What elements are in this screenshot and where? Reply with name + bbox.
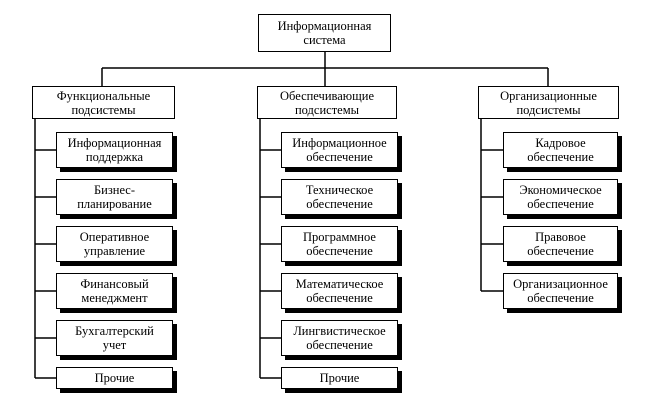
subsystem-label: Правовое обеспечение xyxy=(527,230,594,258)
subsystem-label: Организационное обеспечение xyxy=(513,277,608,305)
subsystem-label: Математическое обеспечение xyxy=(295,277,384,305)
subsystem-label: Программное обеспечение xyxy=(303,230,376,258)
subsystem-box: Прочие xyxy=(281,367,398,389)
subsystem-label: Финансовый менеджмент xyxy=(80,277,149,305)
column-header-functional: Функциональные подсистемы xyxy=(32,86,175,119)
column-header-label: Функциональные подсистемы xyxy=(56,88,151,117)
subsystem-box: Техническое обеспечение xyxy=(281,179,398,215)
subsystem-label: Оперативное управление xyxy=(79,230,150,258)
subsystem-label: Техническое обеспечение xyxy=(305,183,374,211)
subsystem-box: Информационное обеспечение xyxy=(281,132,398,168)
subsystem-box: Прочие xyxy=(56,367,173,389)
subsystem-label: Бухгалтерский учет xyxy=(75,324,154,352)
subsystem-box: Организационное обеспечение xyxy=(503,273,618,309)
subsystem-box: Программное обеспечение xyxy=(281,226,398,262)
column-header-label: Обеспечивающие подсистемы xyxy=(279,88,375,117)
subsystem-label: Экономическое обеспечение xyxy=(519,183,602,211)
subsystem-box: Кадровое обеспечение xyxy=(503,132,618,168)
subsystem-label: Бизнес- планирование xyxy=(77,183,152,211)
subsystem-box: Информационная поддержка xyxy=(56,132,173,168)
subsystem-box: Лингвистическое обеспечение xyxy=(281,320,398,356)
root-box-information-system: Информационная система xyxy=(258,14,391,52)
subsystem-label: Прочие xyxy=(319,371,360,385)
subsystem-box: Бизнес- планирование xyxy=(56,179,173,215)
subsystem-label: Лингвистическое обеспечение xyxy=(293,324,386,352)
subsystem-label: Кадровое обеспечение xyxy=(527,136,594,164)
root-label: Информационная система xyxy=(277,19,372,47)
subsystem-box: Математическое обеспечение xyxy=(281,273,398,309)
subsystem-label: Информационное обеспечение xyxy=(292,136,387,164)
subsystem-box: Финансовый менеджмент xyxy=(56,273,173,309)
subsystem-label: Информационная поддержка xyxy=(67,136,162,164)
subsystem-box: Правовое обеспечение xyxy=(503,226,618,262)
subsystem-box: Оперативное управление xyxy=(56,226,173,262)
subsystem-label: Прочие xyxy=(94,371,135,385)
subsystem-box: Бухгалтерский учет xyxy=(56,320,173,356)
column-header-organizational: Организационные подсистемы xyxy=(478,86,619,119)
subsystem-box: Экономическое обеспечение xyxy=(503,179,618,215)
column-header-label: Организационные подсистемы xyxy=(500,88,597,117)
column-header-supporting: Обеспечивающие подсистемы xyxy=(257,86,397,119)
